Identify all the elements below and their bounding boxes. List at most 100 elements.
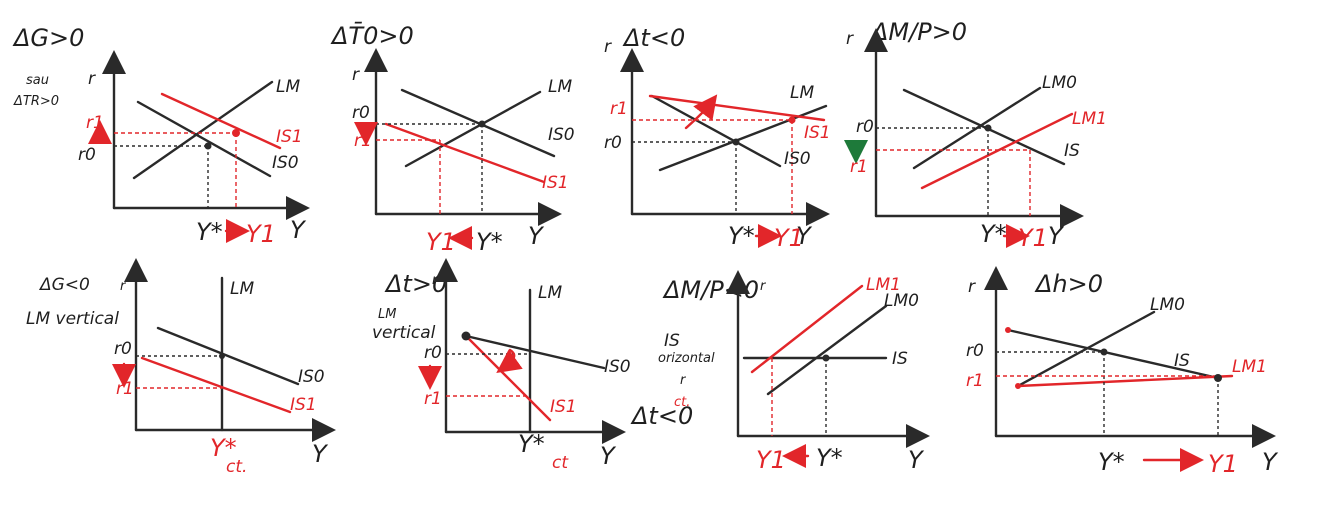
panel-6-is0-curve	[464, 334, 606, 370]
panel-4-lm1-curve	[920, 112, 1074, 190]
panel-4-monetary-expansion: ΔM/P>0 r Y LM0 LM1 IS r0 r1 Y* Y1	[844, 18, 1107, 252]
panel-4-is-curve	[902, 88, 1066, 166]
panel-2-tax-increase: ΔT̄0>0 r Y LM IS0 IS1 r0 r1 Y1 Y*	[330, 21, 575, 256]
panel-2-title: ΔT̄0>0	[330, 21, 414, 50]
panel-2-is1-label: IS1	[542, 173, 569, 193]
panel-2-y-label: Y	[528, 222, 545, 250]
panel-6-ct-label: ct	[552, 453, 569, 473]
panel-1-note-dtr: ΔTR>0	[13, 94, 59, 109]
panel-3-is1-curve	[648, 94, 826, 122]
panel-5-lm-label: LM	[230, 279, 254, 299]
panel-1-title: ΔG>0	[12, 24, 84, 52]
panel-6-lm-label: LM	[538, 283, 562, 303]
panel-8-lm1-curve	[1016, 374, 1234, 388]
panel-8-r1-label: r1	[966, 371, 984, 391]
panel-7-y1-label: Y1	[756, 446, 786, 474]
panel-5-r0-label: r0	[114, 339, 132, 359]
panel-2-r1-label: r1	[354, 131, 372, 151]
panel-7-title: ΔM/P<0	[662, 276, 759, 304]
panel-4-lm1-label: LM1	[1072, 109, 1107, 129]
panel-2-is0-label: IS0	[548, 125, 575, 145]
panel-2-is0-curve	[400, 88, 556, 158]
panel-7-lm1-curve	[750, 284, 864, 374]
panel-8-equilibrium-1	[1214, 374, 1222, 382]
panel-7-r-label: r	[760, 279, 767, 294]
panel-1-note-sau: sau	[26, 73, 49, 88]
panel-5-y-label: Y	[312, 440, 329, 468]
panel-6-ystar-label: Y*	[518, 430, 545, 458]
panel-5-is1-label: IS1	[290, 395, 317, 415]
panel-5-r1-label: r1	[116, 379, 134, 399]
panel-6-r0-label: r0	[424, 343, 442, 363]
panel-7-monetary-contraction-horizontal-is: ΔM/P<0 IS orizontal r Y LM1 LM0 IS r ct.…	[658, 270, 930, 474]
panel-1-is0-curve	[136, 100, 272, 178]
panel-5-subtitle: LM vertical	[26, 309, 119, 329]
panel-2-lm-curve	[404, 90, 542, 168]
panel-6-subtitle-lm: LM	[378, 307, 396, 322]
panel-8-r-label: r	[968, 277, 976, 297]
panel-3-equilibrium-0	[732, 138, 740, 146]
panel-3-equilibrium-1	[788, 116, 796, 124]
panel-2-y1-label: Y1	[426, 228, 456, 256]
panel-8-r0-label: r0	[966, 341, 984, 361]
panel-7-ct-label: ct.	[674, 395, 690, 410]
panel-4-r1-label: r1	[850, 157, 868, 177]
panel-6-is0-label: IS0	[604, 357, 631, 377]
panel-6-r1-label: r1	[424, 389, 442, 409]
panel-2-ystar-label: Y*	[476, 228, 503, 256]
panel-8-lm0-curve	[1016, 310, 1156, 388]
panel-8-y-label: Y	[1262, 448, 1279, 476]
panel-4-is-label: IS	[1064, 141, 1080, 161]
panel-8-equilibrium-0	[1100, 348, 1108, 356]
panel-1-is1-curve	[160, 92, 282, 150]
panel-6-tax-rate-vertical-lm: Δt>0 LM vertical r Y LM IS0 IS1 r0 r1 Y*…	[372, 258, 693, 473]
panel-1-equilibrium-1	[232, 129, 240, 137]
panel-4-ystar-label: Y*	[980, 220, 1007, 248]
panel-1-equilibrium-0	[204, 142, 212, 150]
panel-1-r-label: r	[88, 69, 96, 89]
panel-6-pivot-point	[461, 331, 471, 341]
panel-7-subtitle-is: IS	[664, 331, 680, 351]
panel-6-title: Δt>0	[384, 270, 447, 298]
panel-7-subtitle-orizontal: orizontal	[658, 351, 715, 366]
panel-3-title: Δt<0	[622, 24, 685, 52]
panel-6-is1-curve	[464, 334, 552, 422]
panel-4-lm0-curve	[912, 86, 1042, 170]
panel-5-r-label: r	[120, 279, 127, 294]
panel-5-g-cut-vertical-lm: ΔG<0 LM vertical r Y LM IS0 IS1 r0 r1 Y*…	[26, 258, 336, 477]
panel-1-is0-label: IS0	[272, 153, 299, 173]
panel-3-rotation-arrow	[684, 94, 718, 130]
panel-1-y1-label: Y1	[246, 220, 276, 248]
panel-1-lm-label: LM	[276, 77, 300, 97]
panel-6-rotation-arrow	[496, 348, 523, 373]
panel-1-y-label: Y	[290, 216, 307, 244]
panel-7-ystar-label: Y*	[816, 444, 843, 472]
panel-8-title: Δh>0	[1034, 270, 1103, 298]
panel-7-y-label: Y	[908, 446, 925, 474]
panel-6-side-note: Δt<0	[630, 402, 693, 430]
panel-1-r1-label: r1	[86, 113, 104, 133]
panel-5-title: ΔG<0	[38, 275, 90, 295]
panel-2-lm-label: LM	[548, 77, 572, 97]
panel-4-r-label: r	[846, 29, 854, 49]
panel-5-is1-curve	[140, 356, 292, 414]
panel-8-is-label: IS	[1174, 351, 1190, 371]
panel-1-is1-label: IS1	[276, 127, 303, 147]
panel-4-y-label: Y	[1048, 222, 1065, 250]
panel-7-is-label: IS	[892, 349, 908, 369]
panel-1-fiscal-expansion: ΔG>0 sau ΔTR>0 r Y LM IS1 IS0 r1 r0 Y* Y…	[12, 24, 310, 248]
panel-3-y-label: Y	[796, 222, 813, 250]
panel-3-r-label: r	[604, 37, 612, 57]
panel-7-lm0-curve	[766, 304, 888, 396]
panel-3-tax-rate-cut: Δt<0 r Y LM IS1 IS0 r1 r0 Y* Y1	[604, 24, 831, 252]
panel-3-lm-label: LM	[790, 83, 814, 103]
panel-3-r0-label: r0	[604, 133, 622, 153]
panel-3-y1-label: Y1	[774, 224, 804, 252]
panel-6-y-label: Y	[600, 442, 617, 470]
panel-3-r1-label: r1	[610, 99, 628, 119]
panel-8-is-curve	[1006, 328, 1220, 380]
panel-2-r0-label: r0	[352, 103, 370, 123]
panel-5-ystar-label: Y*	[210, 434, 237, 462]
panel-2-equilibrium-0	[478, 120, 486, 128]
